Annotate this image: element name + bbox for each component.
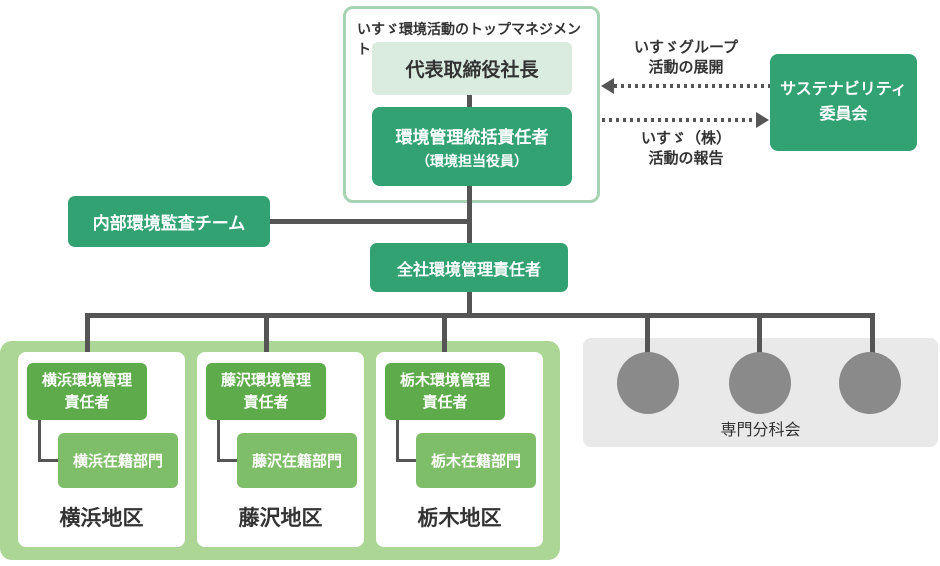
subcommittee-circle-icon bbox=[729, 352, 791, 414]
district-connector-h bbox=[38, 459, 60, 462]
connector-director-company bbox=[467, 186, 472, 244]
district-manager-line2: 責任者 bbox=[422, 393, 468, 411]
district-manager-line1: 栃木環境管理 bbox=[399, 371, 490, 389]
sustainability-committee-box: サステナビリティ 委員会 bbox=[770, 54, 917, 151]
env-director-line1: 環境管理統括責任者 bbox=[395, 127, 549, 147]
district-manager-box: 藤沢環境管理 責任者 bbox=[206, 363, 326, 420]
report-label-line2: 活動の報告 bbox=[648, 150, 724, 168]
report-arrow-label: いすゞ（株） 活動の報告 bbox=[611, 129, 761, 170]
company-env-manager-box: 全社環境管理責任者 bbox=[370, 243, 568, 292]
drop-yokohama bbox=[85, 313, 90, 365]
district-connector-v bbox=[217, 418, 220, 462]
deploy-label-line2: 活動の展開 bbox=[648, 59, 724, 77]
subcommittee-label: 専門分科会 bbox=[720, 422, 801, 439]
dotted-line-report bbox=[602, 118, 756, 122]
top-management-title: いすゞ環境活動のトップマネジメント bbox=[357, 21, 581, 57]
connector-audit-team bbox=[270, 219, 468, 224]
dotted-line-deploy bbox=[614, 84, 770, 88]
district-card-tochigi: 栃木環境管理 責任者 栃木在籍部門 栃木地区 bbox=[376, 352, 543, 547]
district-manager-box: 栃木環境管理 責任者 bbox=[385, 363, 505, 420]
drop-circle-2 bbox=[757, 313, 762, 360]
report-label-line1: いすゞ（株） bbox=[640, 130, 731, 147]
sustainability-line1: サステナビリティ bbox=[780, 80, 907, 98]
district-label: 藤沢地区 bbox=[238, 507, 323, 530]
district-connector-v bbox=[38, 418, 41, 462]
sustainability-line2: 委員会 bbox=[819, 105, 868, 123]
connector-president-director bbox=[467, 93, 472, 109]
district-manager-line2: 責任者 bbox=[243, 393, 289, 411]
district-connector-v bbox=[396, 418, 399, 462]
env-director-box: 環境管理統括責任者 （環境担当役員） bbox=[372, 107, 572, 186]
audit-team-box: 内部環境監査チーム bbox=[68, 196, 270, 247]
drop-circle-1 bbox=[645, 313, 650, 360]
district-manager-line2: 責任者 bbox=[64, 393, 110, 411]
drop-circle-3 bbox=[870, 313, 875, 360]
env-director-line2: （環境担当役員） bbox=[416, 152, 528, 169]
subcommittee-circle-icon bbox=[617, 352, 679, 414]
drop-fujisawa bbox=[264, 313, 269, 365]
district-label: 横浜地区 bbox=[59, 507, 144, 530]
president-box: 代表取締役社長 bbox=[372, 42, 572, 95]
district-connector-h bbox=[396, 459, 418, 462]
district-card-fujisawa: 藤沢環境管理 責任者 藤沢在籍部門 藤沢地区 bbox=[197, 352, 364, 547]
deploy-arrow-label: いすゞグループ 活動の展開 bbox=[611, 38, 761, 79]
district-department-box: 栃木在籍部門 bbox=[416, 433, 536, 488]
district-card-yokohama: 横浜環境管理 責任者 横浜在籍部門 横浜地区 bbox=[18, 352, 185, 547]
district-department-box: 横浜在籍部門 bbox=[58, 433, 178, 488]
district-manager-line1: 横浜環境管理 bbox=[41, 371, 132, 389]
district-manager-box: 横浜環境管理 責任者 bbox=[27, 363, 147, 420]
arrow-right-icon bbox=[756, 112, 769, 128]
arrow-left-icon bbox=[601, 78, 614, 94]
district-connector-h bbox=[217, 459, 239, 462]
subcommittee-circle-icon bbox=[839, 352, 901, 414]
district-department-box: 藤沢在籍部門 bbox=[237, 433, 357, 488]
drop-tochigi bbox=[442, 313, 447, 365]
trunk-line bbox=[86, 313, 875, 318]
district-manager-line1: 藤沢環境管理 bbox=[220, 371, 311, 389]
connector-company-trunk bbox=[467, 291, 472, 315]
deploy-label-line1: いすゞグループ bbox=[633, 39, 739, 56]
district-label: 栃木地区 bbox=[417, 507, 502, 530]
